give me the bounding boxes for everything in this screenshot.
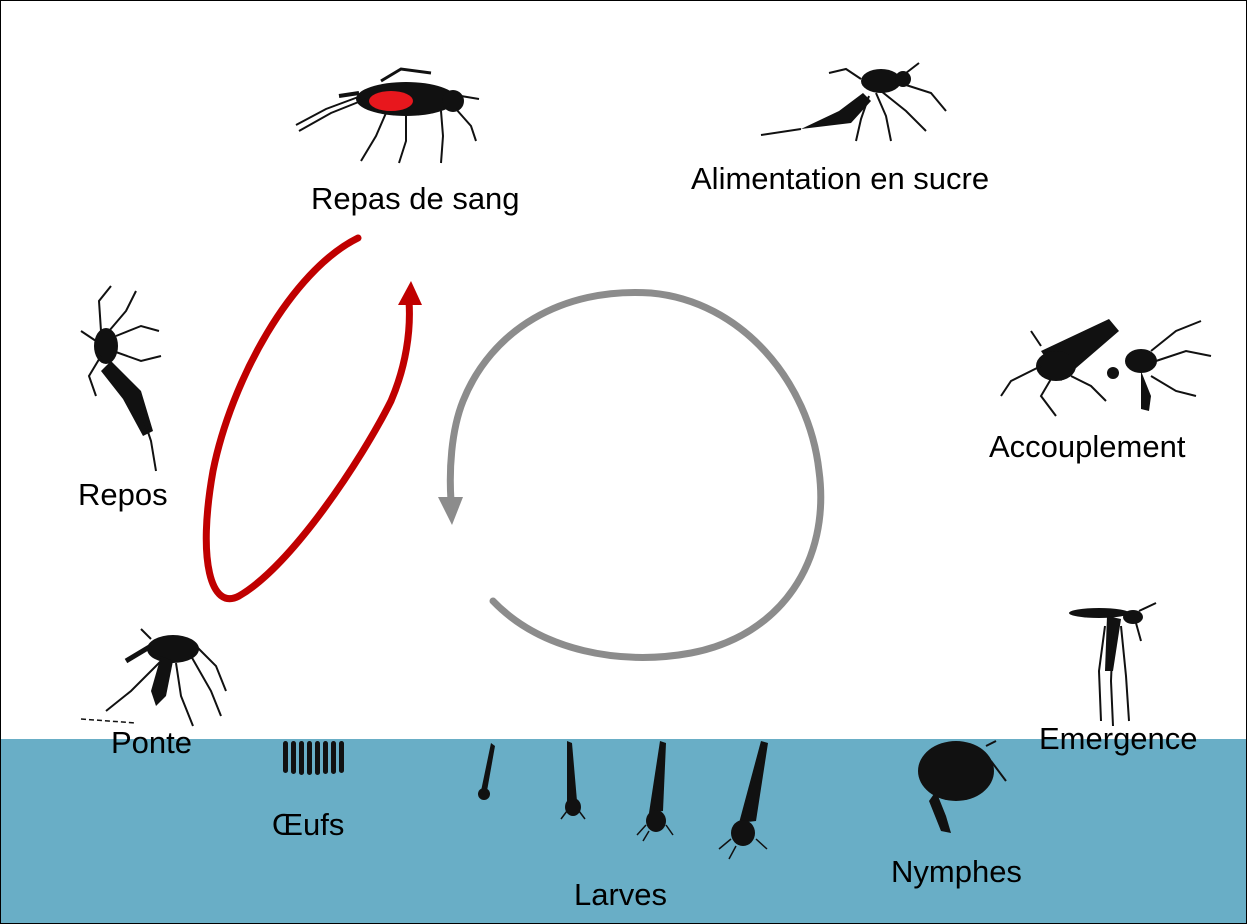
label-alimentation-en-sucre: Alimentation en sucre [691, 163, 989, 194]
mosquito-egg-laying-icon [81, 629, 226, 726]
label-repas-de-sang: Repas de sang [311, 183, 520, 214]
egg-raft-icon [283, 741, 344, 775]
label-oeufs: Œufs [272, 809, 344, 840]
mosquito-sugar-feeding-icon [761, 63, 946, 141]
red-arrowhead-icon [398, 281, 422, 305]
gonotrophic-cycle-arrow [206, 238, 422, 599]
larva-icon [637, 741, 673, 841]
life-cycle-arrow [438, 292, 821, 657]
pupa-icon [918, 741, 1006, 833]
mosquitoes-mating-icon [1001, 319, 1211, 416]
label-ponte: Ponte [111, 727, 192, 758]
larva-icon [719, 741, 768, 859]
label-larves: Larves [574, 879, 667, 910]
larva-icon [561, 741, 585, 819]
label-repos: Repos [78, 479, 168, 510]
grey-arrowhead-icon [438, 497, 463, 525]
label-accouplement: Accouplement [989, 431, 1185, 462]
larva-icon [478, 743, 495, 800]
mosquito-resting-icon [81, 286, 161, 471]
mosquito-emerging-icon [1069, 603, 1156, 726]
mosquito-blood-meal-icon [296, 69, 479, 163]
label-emergence: Emergence [1039, 723, 1198, 754]
label-nymphes: Nymphes [891, 856, 1022, 887]
